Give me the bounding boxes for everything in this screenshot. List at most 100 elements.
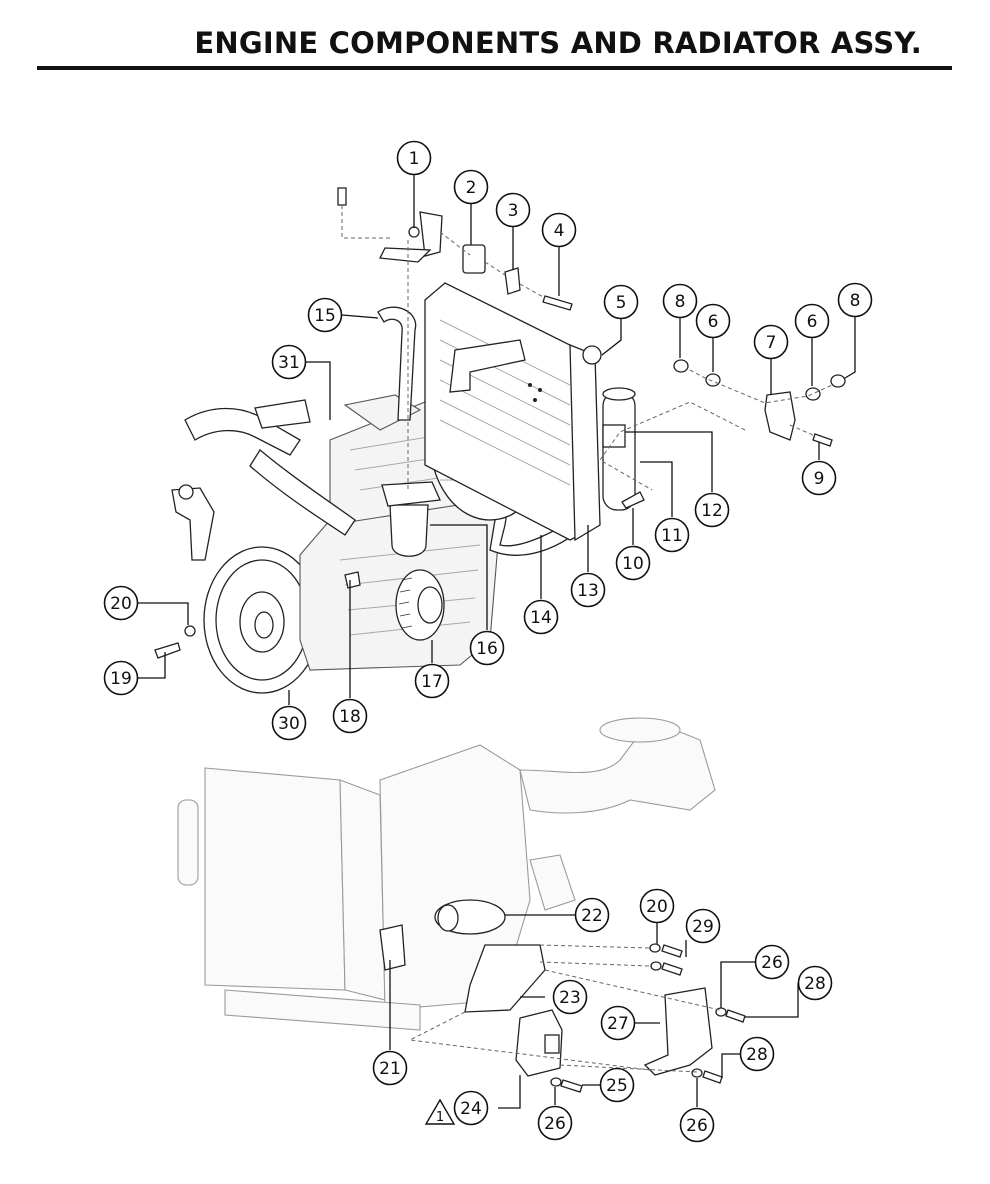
callout-circle	[694, 492, 730, 528]
callout-circle	[603, 284, 639, 320]
coolant-reservoir	[602, 387, 636, 511]
callout-10: 10	[615, 545, 651, 581]
oil-filter	[395, 569, 445, 641]
filter-22	[434, 899, 506, 935]
callout-16: 16	[469, 630, 505, 666]
callout-circle	[103, 585, 139, 621]
callout-6: 6	[695, 303, 731, 339]
callout-label: 29	[692, 917, 714, 937]
flywheel	[203, 546, 321, 694]
callout-label: 15	[314, 306, 336, 326]
callout-label: 31	[278, 353, 300, 373]
callout-label: 8	[850, 291, 861, 311]
callout-circle	[615, 545, 651, 581]
callout-label: 10	[622, 554, 644, 574]
hardware	[154, 187, 846, 659]
callout-label: 5	[616, 293, 627, 313]
mounting-bracket-7	[764, 391, 796, 441]
callout-12: 12	[694, 492, 730, 528]
callout-26: 26	[537, 1105, 573, 1141]
callout-circle	[654, 517, 690, 553]
callout-21: 21	[372, 1050, 408, 1086]
callout-5: 5	[603, 284, 639, 320]
callout-26: 26	[754, 944, 790, 980]
callout-19: 19	[103, 660, 139, 696]
callout-circle	[599, 1067, 635, 1103]
callout-label: 26	[686, 1116, 708, 1136]
callout-circle	[662, 283, 698, 319]
callout-20: 20	[639, 888, 675, 924]
callout-label: 6	[708, 312, 719, 332]
callout-circle	[739, 1036, 775, 1072]
callout-label: 6	[807, 312, 818, 332]
callout-22: 22	[574, 897, 610, 933]
callout-3: 3	[495, 192, 531, 228]
leader-lines	[138, 175, 856, 1109]
callout-circle	[685, 908, 721, 944]
callout-circle	[453, 1090, 489, 1126]
callout-label: 3	[508, 201, 519, 221]
callout-circle	[797, 965, 833, 1001]
callout-2: 2	[453, 169, 489, 205]
callout-8: 8	[837, 282, 873, 318]
callout-label: 4	[554, 221, 565, 241]
callout-27: 27	[600, 1005, 636, 1041]
callout-label: 17	[421, 672, 443, 692]
ecu-24	[515, 1009, 563, 1077]
callout-label: 20	[646, 897, 668, 917]
callout-label: 27	[607, 1014, 629, 1034]
callout-circle	[414, 663, 450, 699]
callout-label: 30	[278, 714, 300, 734]
callout-circle	[537, 1105, 573, 1141]
callout-label: 8	[675, 292, 686, 312]
callout-26: 26	[679, 1107, 715, 1143]
callout-20: 20	[103, 585, 139, 621]
callout-label: 1	[409, 149, 420, 169]
callout-label: 26	[544, 1114, 566, 1134]
callout-label: 25	[606, 1076, 628, 1096]
callout-circle	[103, 660, 139, 696]
callout-label: 21	[379, 1059, 401, 1079]
callout-label: 7	[766, 333, 777, 353]
callout-label: 24	[460, 1099, 482, 1119]
callout-circle	[754, 944, 790, 980]
callout-label: 19	[110, 669, 132, 689]
callout-31: 31	[271, 344, 307, 380]
coolant-hose-upper	[377, 306, 417, 421]
shroud-bracket	[449, 339, 526, 393]
callout-circle	[396, 140, 432, 176]
callout-label: 2	[466, 178, 477, 198]
callout-6: 6	[794, 303, 830, 339]
callout-circle	[753, 324, 789, 360]
callout-circle	[794, 303, 830, 339]
callout-7: 7	[753, 324, 789, 360]
callout-11: 11	[654, 517, 690, 553]
callout-label: 28	[804, 974, 826, 994]
callout-circle	[570, 572, 606, 608]
callout-circle	[541, 212, 577, 248]
page-title: ENGINE COMPONENTS AND RADIATOR ASSY.	[194, 26, 922, 60]
callout-circle	[574, 897, 610, 933]
callout-circle	[600, 1005, 636, 1041]
callout-9: 9	[801, 460, 837, 496]
callout-label: 20	[110, 594, 132, 614]
title-rule	[37, 66, 952, 70]
callout-circle	[271, 705, 307, 741]
callout-label: 23	[559, 988, 581, 1008]
callout-18: 18	[332, 698, 368, 734]
callout-circle	[332, 698, 368, 734]
callout-label: 9	[814, 469, 825, 489]
callout-label: 16	[476, 639, 498, 659]
callout-circle	[372, 1050, 408, 1086]
callout-25: 25	[599, 1067, 635, 1103]
callout-14: 14	[523, 599, 559, 635]
callout-28: 28	[739, 1036, 775, 1072]
callout-circle	[639, 888, 675, 924]
callout-label: 26	[761, 953, 783, 973]
callout-4: 4	[541, 212, 577, 248]
callout-label: 12	[701, 501, 723, 521]
intake-pipe	[184, 399, 356, 536]
note-triangle-icon: 1	[424, 1098, 456, 1125]
radiator	[424, 282, 602, 542]
